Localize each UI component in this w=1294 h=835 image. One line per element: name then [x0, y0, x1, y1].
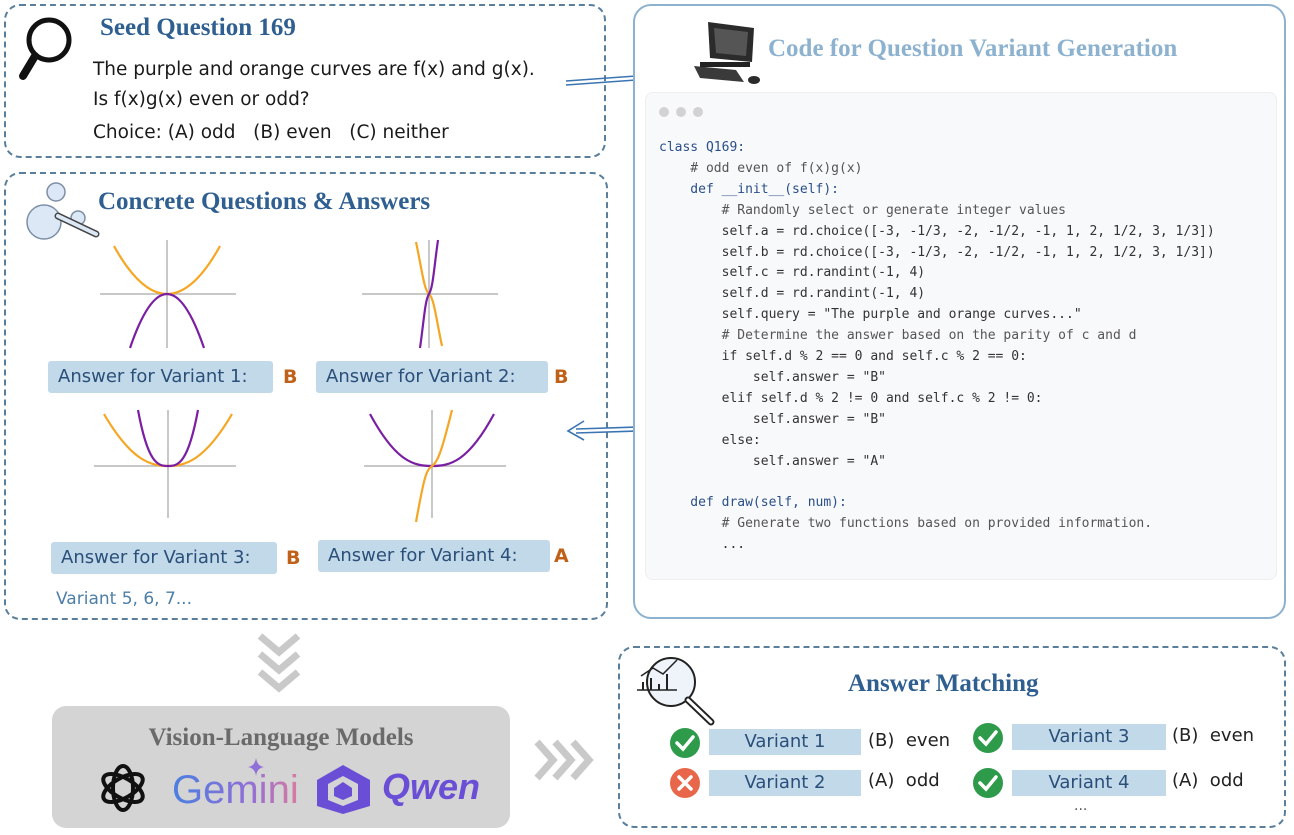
variant-4-plot — [364, 409, 506, 523]
match-answer: (B) even — [868, 730, 951, 751]
more-variants-label: Variant 5, 6, 7... — [56, 589, 192, 609]
code-block: class Q169: # odd even of f(x)g(x) def _… — [659, 138, 1215, 556]
seed-question-line2: Is f(x)g(x) even or odd? — [93, 89, 310, 110]
match-answer: (A) odd — [1172, 770, 1244, 791]
check-icon — [670, 728, 700, 758]
code-line: self.answer = "B" — [659, 411, 886, 427]
chart-magnifier-icon — [637, 657, 715, 726]
code-panel-title: Code for Question Variant Generation — [768, 35, 1178, 62]
match-variant-label: Variant 4 — [1012, 770, 1166, 796]
check-icon — [973, 723, 1003, 753]
variant-4-answer-label: Answer for Variant 4: — [318, 540, 550, 572]
seed-question-line1: The purple and orange curves are f(x) an… — [93, 59, 535, 80]
answer-matching-title: Answer Matching — [848, 670, 1039, 697]
code-line: self.b = rd.choice([-3, -1/3, -2, -1/2, … — [659, 244, 1215, 260]
seed-question-choices: Choice: (A) odd (B) even (C) neither — [93, 122, 449, 143]
code-line: def draw(self, num): — [659, 495, 847, 511]
code-line: self.c = rd.randint(-1, 4) — [659, 265, 926, 281]
code-line: self.answer = "B" — [659, 369, 886, 385]
seed-question-panel — [4, 4, 606, 158]
variant-1-answer-label: Answer for Variant 1: — [48, 361, 273, 393]
variant-4-answer: A — [554, 545, 569, 567]
right-chevrons-icon — [534, 739, 594, 781]
code-line: self.answer = "A" — [659, 453, 886, 469]
code-line: self.a = rd.choice([-3, -1/3, -2, -1/2, … — [659, 223, 1215, 239]
match-more-label: ... — [1074, 798, 1088, 814]
match-variant-label: Variant 1 — [709, 729, 861, 755]
variant-2-answer: B — [554, 366, 569, 388]
variant-2-plot — [362, 239, 498, 349]
magnifier-icon — [19, 17, 72, 80]
code-line: # odd even of f(x)g(x) — [659, 160, 863, 176]
match-variant-label: Variant 3 — [1012, 724, 1166, 750]
seed-question-title: Seed Question 169 — [100, 14, 296, 41]
match-variant-label: Variant 2 — [709, 770, 861, 796]
cross-icon — [670, 768, 700, 798]
gemini-logo-icon: Gemini — [172, 758, 299, 812]
gemini-wordmark: Gemini — [172, 768, 299, 812]
code-line: class Q169: — [659, 140, 746, 155]
code-line: # Generate two functions based on provid… — [659, 516, 1153, 532]
computer-icon — [694, 22, 760, 84]
code-line: ... — [659, 537, 746, 553]
openai-logo-icon — [101, 764, 145, 812]
gear-wrench-icon — [26, 182, 100, 240]
match-answer: (A) odd — [868, 770, 940, 791]
check-icon — [973, 768, 1003, 798]
code-line: # Determine the answer based on the pari… — [659, 328, 1137, 344]
variant-2-answer-label: Answer for Variant 2: — [316, 361, 548, 393]
vlm-title: Vision-Language Models — [148, 724, 414, 751]
variant-3-answer: B — [286, 547, 301, 569]
variant-3-answer-label: Answer for Variant 3: — [51, 542, 277, 574]
down-chevrons-icon — [257, 633, 301, 693]
code-line: self.d = rd.randint(-1, 4) — [659, 286, 926, 302]
code-line: if self.d % 2 == 0 and self.c % 2 == 0: — [659, 349, 1027, 365]
code-line: self.query = "The purple and orange curv… — [659, 307, 1082, 323]
code-line: else: — [659, 432, 761, 448]
code-card — [645, 92, 1277, 580]
variant-3-plot — [94, 409, 236, 518]
variant-1-plot — [100, 240, 236, 349]
match-answer: (B) even — [1172, 725, 1255, 746]
window-dot-2 — [676, 107, 686, 117]
code-line: def __init__(self): — [659, 181, 840, 197]
window-dot-1 — [659, 107, 669, 117]
qwen-logo-icon — [317, 765, 370, 814]
window-dot-3 — [693, 107, 703, 117]
qwen-wordmark: Qwen — [382, 766, 481, 807]
variant-1-answer: B — [283, 366, 298, 388]
concrete-questions-title: Concrete Questions & Answers — [98, 188, 431, 215]
code-line: # Randomly select or generate integer va… — [659, 202, 1066, 218]
code-line: elif self.d % 2 != 0 and self.c % 2 != 0… — [659, 390, 1043, 406]
